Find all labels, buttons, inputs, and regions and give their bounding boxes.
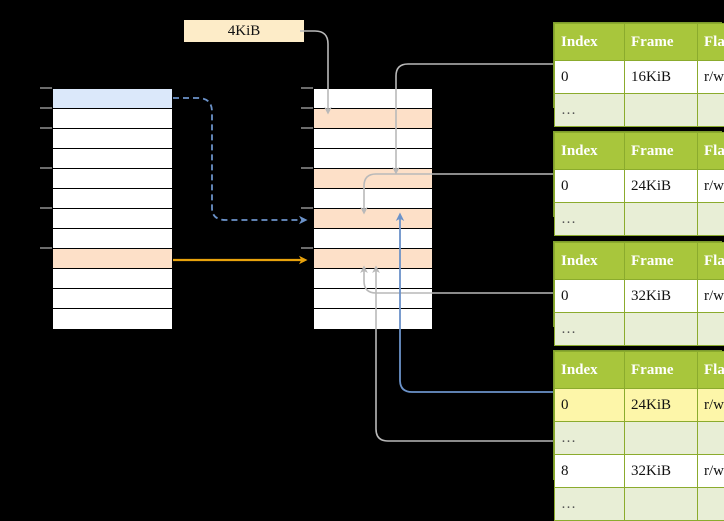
col-header-frame: Frame	[625, 133, 698, 170]
cell-index: …	[555, 203, 625, 236]
col-header-frame: Frame	[625, 352, 698, 389]
table-row[interactable]: …	[555, 203, 724, 236]
cell-frame	[625, 488, 698, 521]
page-table-4[interactable]: Index Frame Flags 0 24KiB r/w … 8 32KiB …	[553, 350, 722, 480]
col-header-frame: Frame	[625, 24, 698, 61]
col-header-frame: Frame	[625, 243, 698, 280]
virtual-memory-row-1[interactable]	[53, 109, 172, 129]
page-table-1[interactable]: Index Frame Flags 0 16KiB r/w …	[553, 22, 722, 108]
arrow-virtual-to-physical-dashed	[173, 98, 305, 220]
table-row[interactable]: 8 32KiB r/w	[555, 455, 724, 488]
cell-frame: 32KiB	[625, 455, 698, 488]
virtual-memory-row-0[interactable]	[53, 89, 172, 109]
cell-frame	[625, 422, 698, 455]
cell-frame: 32KiB	[625, 280, 698, 313]
physical-memory-row-0[interactable]	[314, 89, 432, 109]
vmem-tick-marks	[40, 88, 52, 248]
cell-flags: r/w	[698, 170, 724, 203]
cell-index: 0	[555, 280, 625, 313]
cell-frame	[625, 313, 698, 346]
virtual-memory-row-4[interactable]	[53, 169, 172, 189]
col-header-flags: Flags	[698, 133, 724, 170]
physical-memory-row-2[interactable]	[314, 129, 432, 149]
virtual-memory-row-10[interactable]	[53, 289, 172, 309]
virtual-memory-row-3[interactable]	[53, 149, 172, 169]
table-row[interactable]: 0 32KiB r/w	[555, 280, 724, 313]
cell-index: …	[555, 488, 625, 521]
physical-memory-row-11[interactable]	[314, 309, 432, 329]
cell-index: …	[555, 422, 625, 455]
physical-memory-row-3[interactable]	[314, 149, 432, 169]
cell-frame	[625, 203, 698, 236]
diagram-canvas: 4KiB Index Frame Flags 0 16KiB r/w … Ind…	[0, 0, 724, 482]
virtual-memory-row-5[interactable]	[53, 189, 172, 209]
virtual-memory-row-11[interactable]	[53, 309, 172, 329]
physical-memory-column	[313, 88, 433, 328]
cell-flags: r/w	[698, 280, 724, 313]
cell-frame: 16KiB	[625, 61, 698, 94]
table-row[interactable]: …	[555, 422, 724, 455]
physical-memory-row-7[interactable]	[314, 229, 432, 249]
table-row[interactable]: …	[555, 94, 724, 127]
cell-index: 0	[555, 389, 625, 422]
virtual-memory-row-8[interactable]	[53, 249, 172, 269]
cell-flags	[698, 422, 724, 455]
table-row[interactable]: 0 24KiB r/w	[555, 389, 724, 422]
cell-flags	[698, 488, 724, 521]
col-header-index: Index	[555, 24, 625, 61]
cell-index: …	[555, 313, 625, 346]
virtual-memory-row-6[interactable]	[53, 209, 172, 229]
cell-flags	[698, 94, 724, 127]
virtual-memory-row-7[interactable]	[53, 229, 172, 249]
pmem-tick-marks	[301, 88, 313, 248]
cell-frame	[625, 94, 698, 127]
col-header-flags: Flags	[698, 352, 724, 389]
col-header-index: Index	[555, 133, 625, 170]
page-table-3[interactable]: Index Frame Flags 0 32KiB r/w …	[553, 241, 722, 327]
cell-flags: r/w	[698, 455, 724, 488]
cell-frame: 24KiB	[625, 170, 698, 203]
col-header-index: Index	[555, 352, 625, 389]
col-header-flags: Flags	[698, 24, 724, 61]
cell-flags	[698, 313, 724, 346]
physical-memory-row-1[interactable]	[314, 109, 432, 129]
physical-memory-row-4[interactable]	[314, 169, 432, 189]
physical-memory-row-9[interactable]	[314, 269, 432, 289]
table-row[interactable]: …	[555, 488, 724, 521]
table-row[interactable]: …	[555, 313, 724, 346]
size-label-4kib: 4KiB	[184, 20, 304, 42]
physical-memory-row-10[interactable]	[314, 289, 432, 309]
cell-frame: 24KiB	[625, 389, 698, 422]
cell-index: 8	[555, 455, 625, 488]
col-header-index: Index	[555, 243, 625, 280]
table-row[interactable]: 0 16KiB r/w	[555, 61, 724, 94]
cell-index: …	[555, 94, 625, 127]
cell-index: 0	[555, 170, 625, 203]
page-table-2[interactable]: Index Frame Flags 0 24KiB r/w …	[553, 131, 722, 217]
physical-memory-row-6[interactable]	[314, 209, 432, 229]
table-row[interactable]: 0 24KiB r/w	[555, 170, 724, 203]
cell-index: 0	[555, 61, 625, 94]
physical-memory-row-8[interactable]	[314, 249, 432, 269]
cell-flags: r/w	[698, 61, 724, 94]
virtual-memory-row-2[interactable]	[53, 129, 172, 149]
col-header-flags: Flags	[698, 243, 724, 280]
virtual-memory-column	[52, 88, 173, 328]
cell-flags: r/w	[698, 389, 724, 422]
physical-memory-row-5[interactable]	[314, 189, 432, 209]
size-label-text: 4KiB	[228, 23, 261, 40]
virtual-memory-row-9[interactable]	[53, 269, 172, 289]
cell-flags	[698, 203, 724, 236]
